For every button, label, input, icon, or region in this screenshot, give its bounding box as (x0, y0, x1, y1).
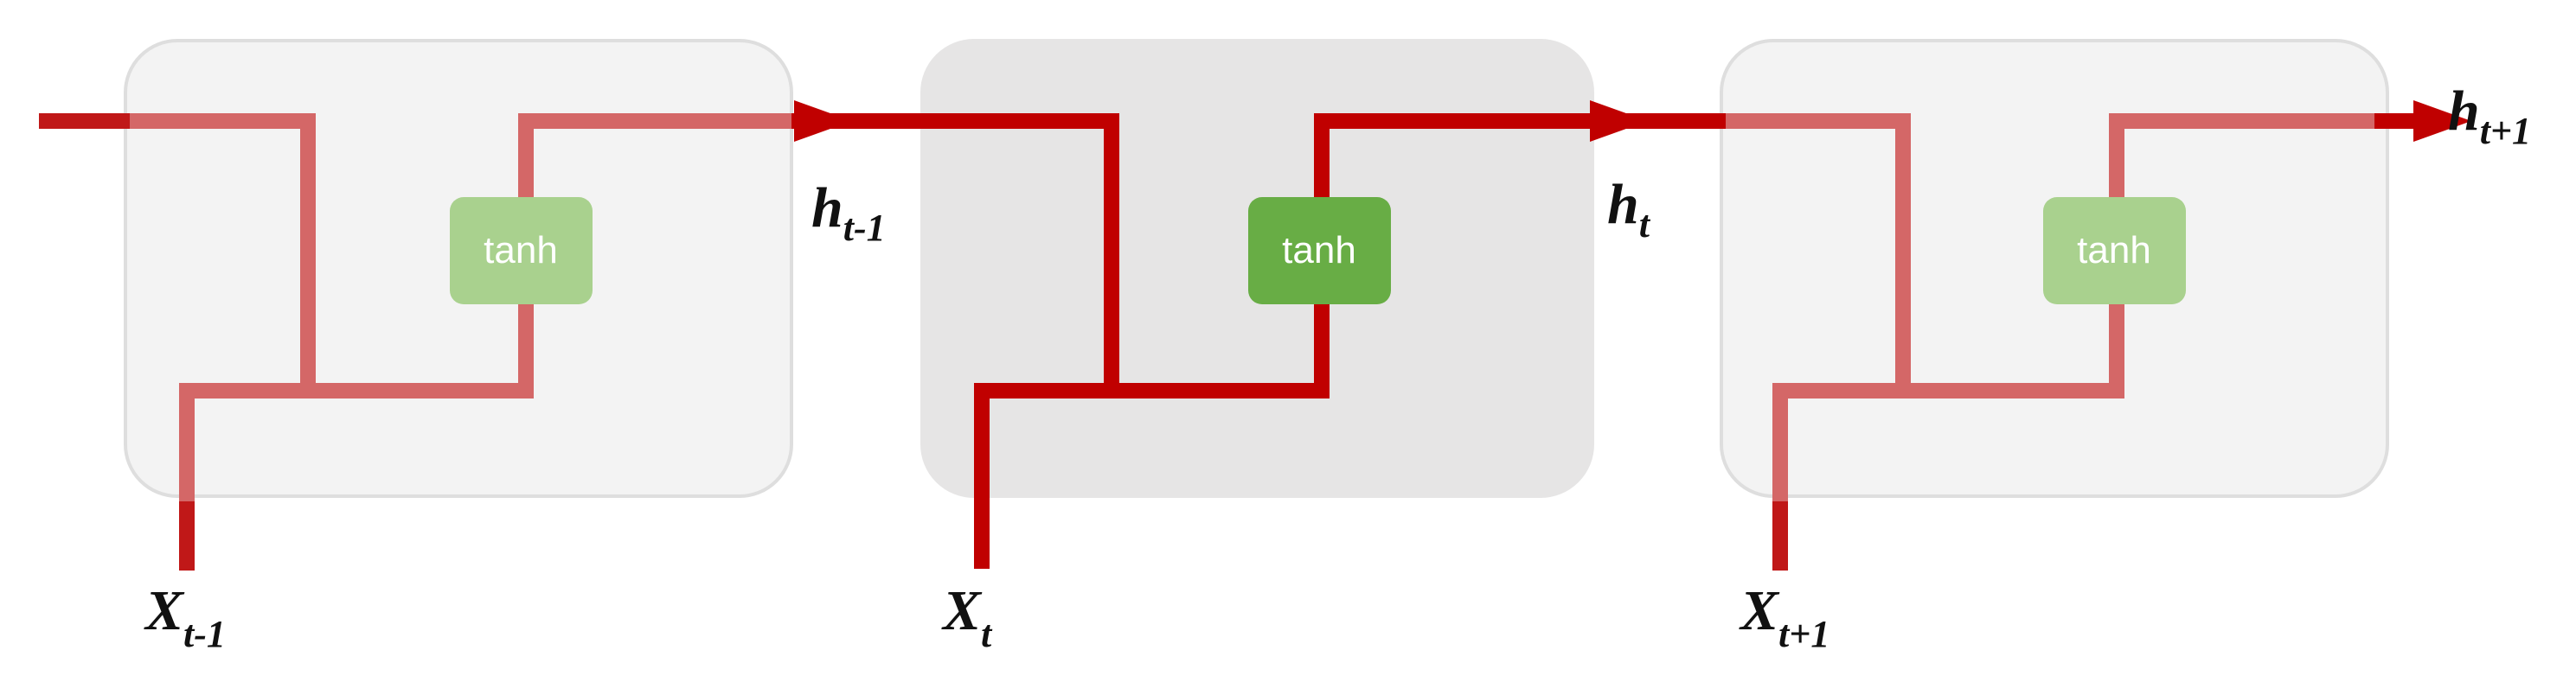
tanh-gate-label: tanh (484, 229, 558, 271)
label-h-t-minus-1: ht-1 (811, 176, 886, 249)
input-path-cell1 (179, 113, 830, 569)
arrow-head-h-t-plus-1 (2413, 100, 2471, 142)
label-x-t-plus-1: Xt+1 (1739, 579, 1829, 655)
label-subscript: t (1639, 203, 1651, 245)
label-subscript: t+1 (1778, 613, 1829, 655)
label-base: X (941, 579, 983, 642)
label-base: X (144, 579, 185, 642)
tanh-gate-box (2043, 197, 2186, 304)
label-subscript: t (981, 613, 993, 655)
label-x-t-minus-1: Xt-1 (144, 579, 226, 655)
input-path-cell2 (974, 113, 1626, 569)
label-h-t-plus-1: ht+1 (2448, 80, 2531, 152)
label-base: h (2448, 80, 2480, 143)
tanh-gate-cell2: tanh (1248, 197, 1391, 304)
hidden-state-path-cell1 (130, 113, 316, 391)
label-h-t: ht (1607, 173, 1651, 245)
label-base: X (1739, 579, 1780, 642)
hidden-state-path-cell3 (1726, 113, 1911, 391)
arrow-head-h-t-minus-1 (794, 100, 852, 142)
tanh-gate-label: tanh (1282, 229, 1356, 271)
label-subscript: t-1 (183, 613, 226, 655)
tanh-gate-label: tanh (2077, 229, 2151, 271)
arrow-head-h-t (1590, 100, 1648, 142)
label-base: h (811, 176, 843, 239)
tanh-gate-cell1: tanh (450, 197, 593, 304)
hidden-state-path-cell2 (791, 113, 1119, 391)
tanh-gate-cell3: tanh (2043, 197, 2186, 304)
input-path-cell3 (1772, 113, 2405, 569)
label-base: h (1607, 173, 1639, 236)
tanh-gate-box (450, 197, 593, 304)
label-subscript: t+1 (2480, 110, 2531, 152)
tanh-gate-box (1248, 197, 1391, 304)
label-subscript: t-1 (843, 207, 886, 249)
label-x-t: Xt (941, 579, 993, 655)
